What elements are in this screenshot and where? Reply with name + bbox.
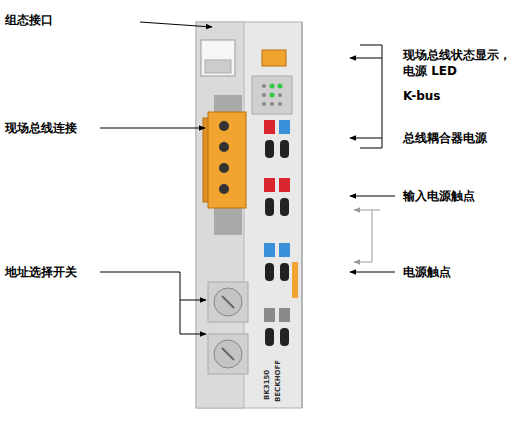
terminal-row (264, 178, 290, 216)
illustration-part (264, 178, 275, 192)
illustration-part (280, 198, 289, 216)
illustration-part (354, 262, 372, 263)
illustration-part (292, 262, 298, 298)
illustration-part (264, 308, 275, 322)
illustration-part (222, 296, 234, 308)
callout-label: 地址选择开关 (5, 264, 97, 280)
illustration-part (262, 102, 266, 106)
illustration-part (280, 328, 289, 346)
illustration-part (205, 60, 231, 73)
illustration-part (270, 102, 274, 106)
illustration-part (196, 22, 244, 408)
illustration-part (264, 243, 275, 257)
illustration-part (279, 120, 290, 134)
callout-label: 总线耦合器电源 (403, 130, 521, 146)
illustration-part (360, 45, 382, 148)
brand-text: BECKHOFF (274, 360, 282, 402)
illustration-part (214, 340, 242, 368)
illustration-part (279, 178, 290, 192)
illustration-part (196, 22, 302, 408)
illustration-part (265, 198, 274, 216)
terminal-row (264, 243, 290, 281)
illustration-part (265, 328, 274, 346)
model-text: BK3150 (263, 370, 271, 400)
illustration-part (280, 140, 289, 158)
illustration-part (180, 300, 206, 301)
callout-label: 电源触点 (403, 264, 521, 280)
callout-label: 现场总线连接 (5, 120, 97, 136)
illustration-part (219, 121, 229, 131)
illustration-part (140, 22, 212, 27)
illustration-part (350, 272, 395, 273)
terminal-row (264, 120, 290, 158)
illustration-part (270, 84, 275, 89)
callout-label: 现场总线状态显示， 电源 LED (403, 47, 517, 79)
illustration-part (100, 128, 205, 129)
illustration-part (262, 84, 266, 88)
illustration-part (219, 184, 229, 194)
illustration-part (252, 76, 292, 114)
illustration-part (278, 102, 282, 106)
illustration-part (100, 272, 180, 334)
illustration-part (265, 263, 274, 281)
leader-lines (100, 22, 395, 334)
illustration-part (265, 140, 274, 158)
illustration-part (280, 263, 289, 281)
illustration-part (219, 142, 229, 152)
illustration-part (354, 210, 372, 211)
illustration-part (262, 93, 266, 97)
illustration-part (302, 22, 303, 408)
illustration-part (350, 58, 382, 59)
illustration-part (201, 40, 235, 76)
illustration-part (208, 334, 248, 374)
illustration-part (208, 282, 248, 322)
illustration-part (270, 93, 275, 98)
illustration-part (264, 120, 275, 134)
illustration-part (208, 112, 246, 208)
illustration-part (278, 93, 282, 97)
illustration-part (279, 308, 290, 322)
coupler-housing (196, 22, 302, 408)
illustration-part (214, 288, 242, 316)
callout-label: 组态接口 (5, 12, 105, 28)
callout-label: 输入电源触点 (403, 188, 521, 204)
illustration-part (350, 138, 382, 139)
illustration-part (219, 163, 229, 173)
illustration-part (222, 348, 234, 360)
illustration-part (372, 210, 380, 262)
illustration-part (350, 196, 395, 197)
illustration-part (278, 84, 283, 89)
illustration-part (262, 50, 286, 66)
callout-label: K-bus (403, 88, 513, 104)
illustration-part (180, 334, 206, 335)
terminal-row (264, 308, 290, 346)
illustration-part (279, 243, 290, 257)
